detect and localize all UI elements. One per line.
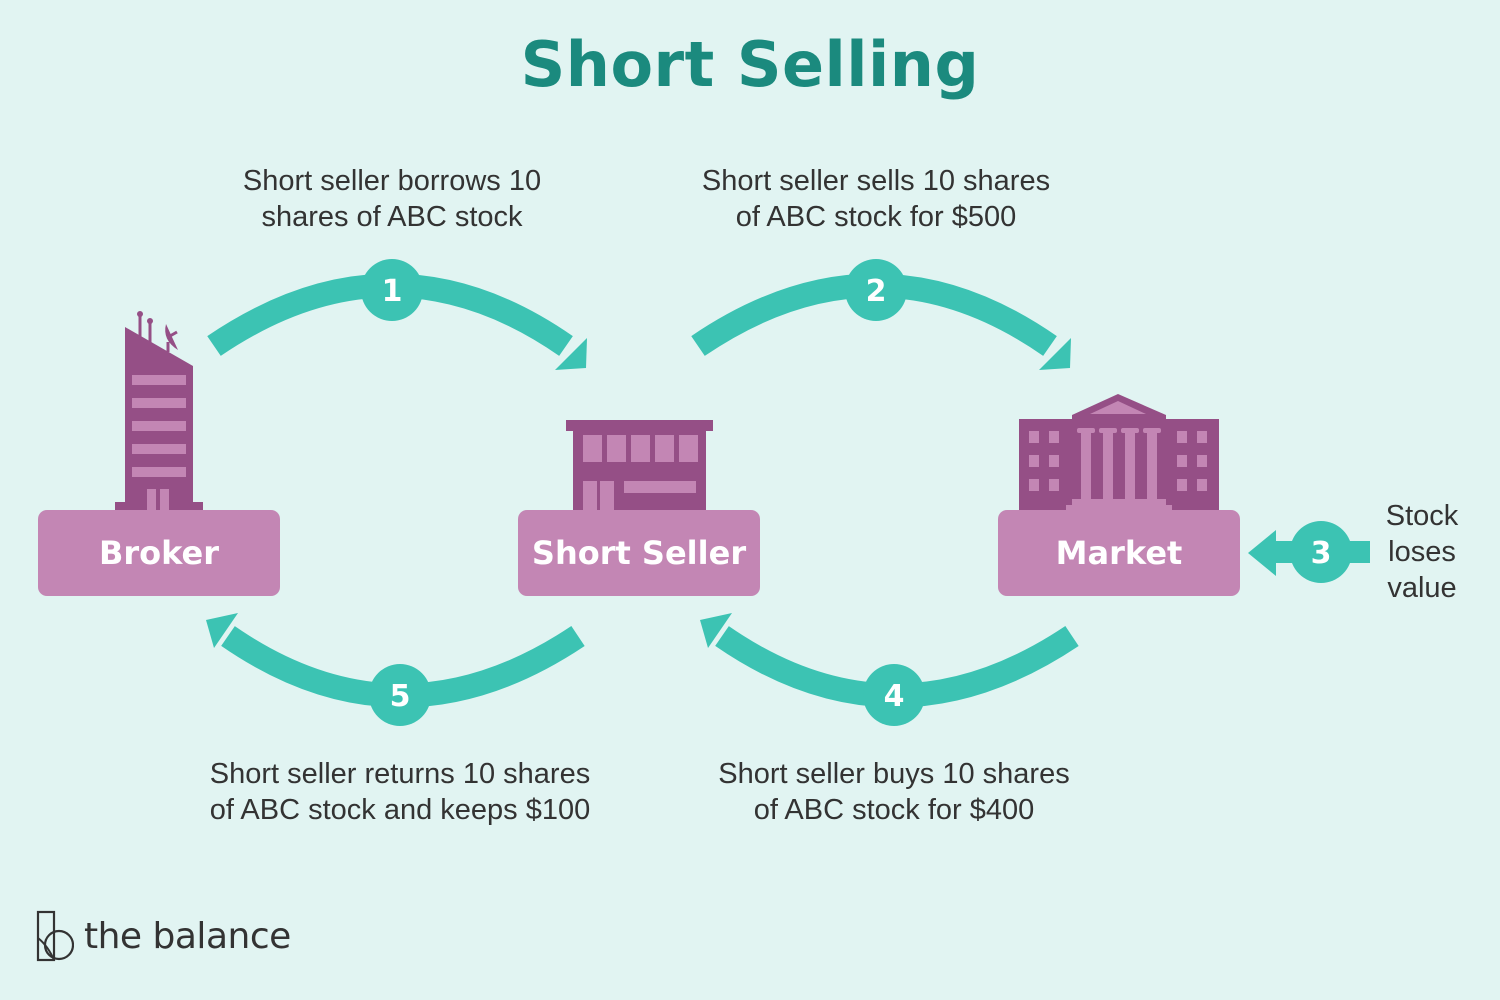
node-short-seller-label: Short Seller <box>531 534 747 572</box>
stock-exchange-building-icon <box>1019 394 1219 511</box>
step-1-number: 1 <box>382 274 403 309</box>
office-tower-icon <box>115 311 203 510</box>
node-market-label: Market <box>1055 534 1183 572</box>
step-4-number: 4 <box>884 679 905 714</box>
step-2-number: 2 <box>866 274 887 309</box>
step-5-caption-line-2: of ABC stock and keeps $100 <box>209 794 591 826</box>
step-1-caption: Short seller borrows 10 shares of ABC st… <box>192 163 592 235</box>
step-3-caption: Stock loses value <box>1370 498 1474 606</box>
brand-logo-text: the balance <box>84 915 291 957</box>
arrow-step-5: 5 <box>206 613 585 726</box>
step-4-caption: Short seller buys 10 shares of ABC stock… <box>694 756 1094 828</box>
arrow-step-4: 4 <box>700 613 1079 726</box>
step-1-badge <box>361 259 423 321</box>
step-2-badge <box>845 259 907 321</box>
step-5-number: 5 <box>390 679 411 714</box>
step-4-badge <box>863 664 925 726</box>
diagram-title: Short Selling <box>520 28 980 101</box>
the-balance-logo-icon <box>36 910 74 962</box>
step-5-caption-line-1: Short seller returns 10 shares <box>209 758 591 790</box>
node-broker-label: Broker <box>98 534 220 572</box>
arrowhead-icon <box>1039 338 1071 370</box>
arrowhead-icon <box>555 338 587 370</box>
node-broker: Broker <box>38 510 280 596</box>
step-3-caption-line-2: loses <box>1388 536 1456 568</box>
arrow-step-3: 3 <box>1248 521 1370 583</box>
step-2-caption-line-2: of ABC stock for $500 <box>735 201 1017 233</box>
step-3-number: 3 <box>1311 536 1332 571</box>
step-2-caption-line-1: Short seller sells 10 shares <box>701 165 1051 197</box>
storefront-building-icon <box>566 420 713 511</box>
step-5-caption: Short seller returns 10 shares of ABC st… <box>180 756 620 828</box>
arrow-step-1: 1 <box>207 259 587 370</box>
brand-logo: the balance <box>36 910 291 962</box>
node-short-seller: Short Seller <box>518 510 760 596</box>
arrowhead-icon <box>700 613 732 648</box>
step-3-caption-line-1: Stock <box>1385 500 1459 532</box>
step-1-caption-line-2: shares of ABC stock <box>261 201 523 233</box>
arrowhead-icon <box>1248 530 1276 576</box>
step-3-badge <box>1290 521 1352 583</box>
step-2-caption: Short seller sells 10 shares of ABC stoc… <box>676 163 1076 235</box>
arrowhead-icon <box>206 613 238 648</box>
step-1-caption-line-1: Short seller borrows 10 <box>242 165 542 197</box>
step-5-badge <box>369 664 431 726</box>
step-4-caption-line-1: Short seller buys 10 shares <box>718 758 1070 790</box>
step-3-caption-line-3: value <box>1387 572 1457 604</box>
step-4-caption-line-2: of ABC stock for $400 <box>753 794 1035 826</box>
arrow-step-2: 2 <box>691 259 1071 370</box>
node-market: Market <box>998 510 1240 596</box>
